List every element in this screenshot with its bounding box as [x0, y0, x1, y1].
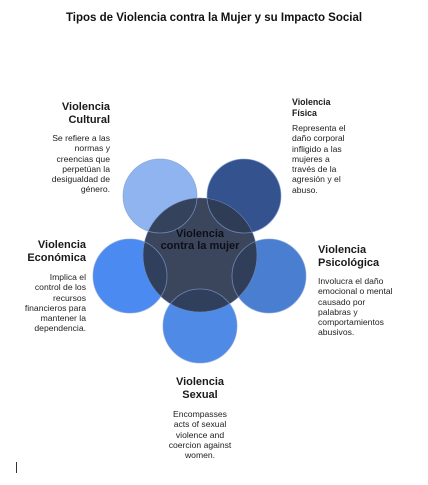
heading-violencia-economica: Violencia Económica [27, 239, 86, 264]
heading-violencia-fisica: Violencia Física [292, 97, 331, 118]
desc-violencia-psicologica: Involucra el daño emocional o mental cau… [318, 276, 393, 338]
diagram-title: Tipos de Violencia contra la Mujer y su … [65, 12, 363, 24]
heading-violencia-cultural: Violencia Cultural [61, 101, 110, 126]
desc-violencia-economica: Implica el control de los recursos finan… [24, 272, 86, 334]
heading-violencia-psicologica: Violencia Psicológica [318, 244, 380, 269]
circle-center [142, 197, 258, 313]
heading-violencia-sexual: Violencia Sexual [175, 376, 225, 401]
desc-violencia-sexual: Encompasses acts of sexual violence and … [168, 409, 232, 461]
overlap-outlines [92, 158, 307, 364]
center-label: Violencia contra la mujer [160, 228, 240, 252]
text-cursor [16, 462, 17, 473]
desc-violencia-fisica: Representa el daño corporal infligido a … [292, 123, 346, 195]
desc-violencia-cultural: Se refiere a las normas y creencias que … [51, 133, 110, 195]
